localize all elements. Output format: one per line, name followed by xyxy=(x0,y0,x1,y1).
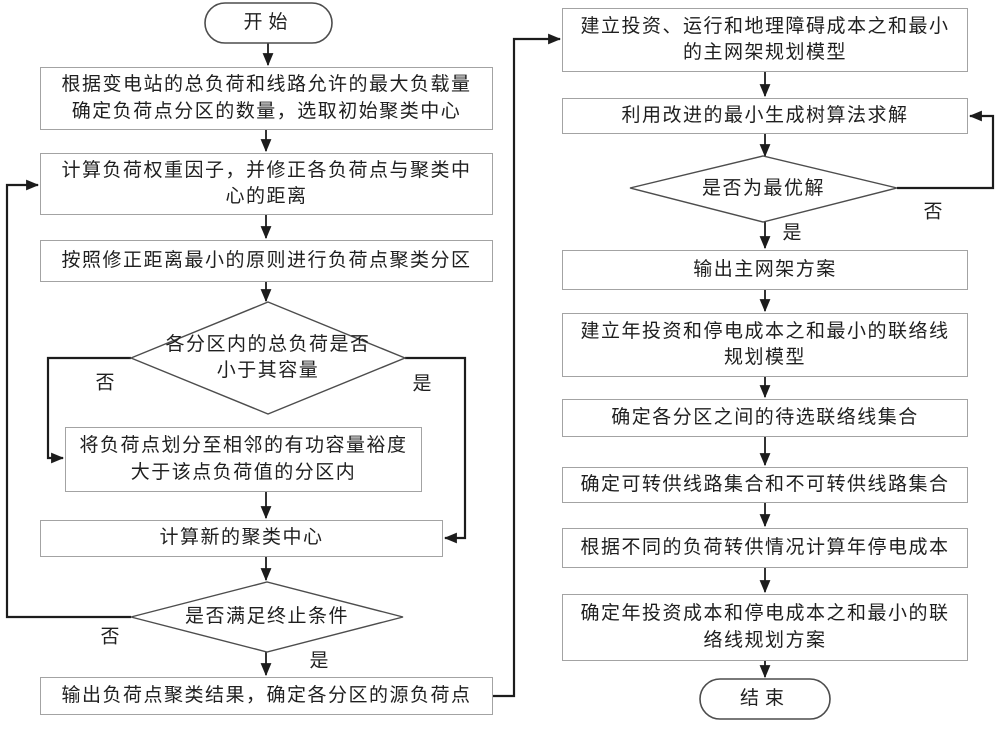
step-candidate-tielines: 确定各分区之间的待选联络线集合 xyxy=(562,399,968,437)
step-tieline-model: 建立年投资和停电成本之和最小的联络线 规划模型 xyxy=(562,313,968,377)
decision-load-capacity-shape xyxy=(129,301,407,415)
branch-label-d3-no: 否 xyxy=(923,201,943,223)
edge-d3-no-to-r2 xyxy=(897,110,995,190)
step-init-clustering: 根据变电站的总负荷和线路允许的最大负载量 确定负荷点分区的数量，选取初始聚类中心 xyxy=(40,67,493,130)
branch-label-d3-yes: 是 xyxy=(782,222,802,244)
edge-d1-yes-to-b5 xyxy=(405,356,467,544)
edge-d1-no-to-b4 xyxy=(46,356,131,464)
step-new-centers: 计算新的聚类中心 xyxy=(40,520,443,557)
step-grid-model: 建立投资、运行和地理障碍成本之和最小 的主网架规划模型 xyxy=(562,8,968,72)
decision-termination-shape xyxy=(130,581,404,653)
end-terminal: 结束 xyxy=(739,687,790,709)
step-output-grid: 输出主网架方案 xyxy=(562,250,968,290)
branch-label-d1-yes: 是 xyxy=(412,373,432,395)
end-terminal-shape xyxy=(699,678,831,720)
start-terminal-shape xyxy=(204,2,333,44)
edge-b6-to-r1 xyxy=(493,33,562,698)
step-outage-cost: 根据不同的负荷转供情况计算年停电成本 xyxy=(562,528,968,568)
step-final-tieline-plan: 确定年投资成本和停电成本之和最小的联 络线规划方案 xyxy=(562,594,968,661)
branch-label-d1-no: 否 xyxy=(95,372,115,394)
decision-load-capacity: 各分区内的总负荷是否 小于其容量 xyxy=(165,333,371,381)
step-mst-solve: 利用改进的最小生成树算法求解 xyxy=(562,98,968,134)
step-reassign-load: 将负荷点划分至相邻的有功容量裕度 大于该点负荷值的分区内 xyxy=(65,427,422,492)
step-output-clusters: 输出负荷点聚类结果，确定各分区的源负荷点 xyxy=(40,677,493,715)
decision-optimal: 是否为最优解 xyxy=(701,177,825,199)
decision-optimal-shape xyxy=(629,155,898,223)
branch-label-d2-yes: 是 xyxy=(309,650,329,672)
branch-label-d2-no: 否 xyxy=(100,626,120,648)
step-cluster-partition: 按照修正距离最小的原则进行负荷点聚类分区 xyxy=(40,240,493,282)
edge-d2-no-to-b2 xyxy=(5,179,131,619)
decision-termination: 是否满足终止条件 xyxy=(184,605,349,627)
start-terminal: 开始 xyxy=(243,11,294,33)
step-transfer-sets: 确定可转供线路集合和不可转供线路集合 xyxy=(562,467,968,503)
step-weight-factor: 计算负荷权重因子，并修正各负荷点与聚类中 心的距离 xyxy=(40,153,493,215)
